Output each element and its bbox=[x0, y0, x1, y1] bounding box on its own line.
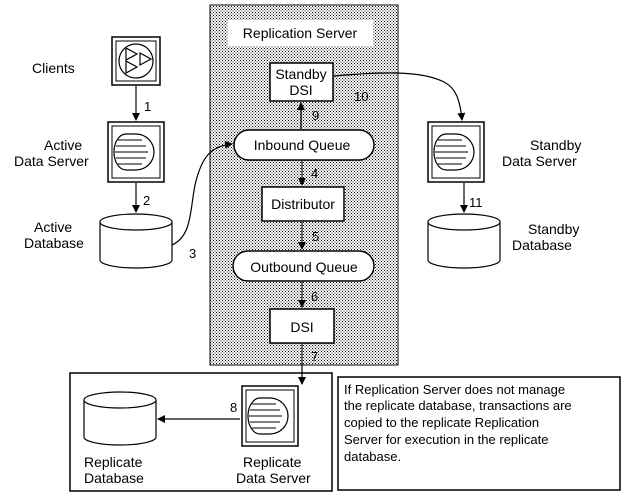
replicate-data-server-icon bbox=[241, 385, 299, 447]
dsi-box: DSI bbox=[269, 308, 335, 344]
replicate-db-label-2: Database bbox=[84, 470, 144, 486]
step-7: 7 bbox=[311, 349, 318, 364]
step-5: 5 bbox=[312, 229, 319, 244]
arrow-3 bbox=[171, 140, 233, 246]
clients-icon bbox=[111, 36, 161, 86]
step-2: 2 bbox=[143, 193, 150, 208]
step-3: 3 bbox=[189, 246, 196, 261]
replicate-db-label-1: Replicate bbox=[84, 454, 143, 470]
step-11: 11 bbox=[469, 195, 483, 210]
active-db-label-2: Database bbox=[24, 235, 84, 251]
standby-server-label-1: Standby bbox=[530, 137, 581, 153]
standby-dsi-box: Standby DSI bbox=[269, 62, 334, 102]
replication-server-title: Replication Server bbox=[243, 25, 358, 41]
inbound-queue-label: Inbound Queue bbox=[254, 137, 351, 153]
step-6: 6 bbox=[311, 289, 318, 304]
inbound-queue: Inbound Queue bbox=[233, 129, 375, 161]
distributor-box: Distributor bbox=[261, 186, 345, 222]
standby-dsi-label-1: Standby bbox=[275, 66, 326, 82]
flow-arrows bbox=[132, 72, 468, 423]
standby-database-icon bbox=[427, 213, 501, 269]
distributor-label: Distributor bbox=[271, 196, 335, 212]
step-1: 1 bbox=[144, 99, 151, 114]
replicate-server-label-1: Replicate bbox=[243, 454, 302, 470]
note-line-4: Server for execution in the replicate bbox=[344, 432, 549, 447]
standby-data-server-icon bbox=[427, 121, 485, 183]
note-line-1: If Replication Server does not manage bbox=[344, 382, 565, 397]
step-10: 10 bbox=[354, 89, 368, 104]
replicate-database-icon bbox=[83, 391, 157, 446]
clients-label: Clients bbox=[32, 60, 75, 76]
active-data-server-icon bbox=[107, 121, 165, 183]
arrow-10 bbox=[333, 72, 466, 121]
active-server-label-2: Data Server bbox=[14, 153, 89, 169]
active-db-label-1: Active bbox=[34, 219, 72, 235]
dsi-label: DSI bbox=[290, 319, 313, 335]
note-line-2: the replicate database, transactions are bbox=[344, 398, 572, 413]
step-4: 4 bbox=[311, 166, 318, 181]
step-numbers: 1 2 3 4 5 6 7 8 9 10 11 bbox=[143, 89, 483, 415]
standby-dsi-label-2: DSI bbox=[289, 82, 312, 98]
note-box: If Replication Server does not manage th… bbox=[337, 376, 621, 491]
standby-db-label-2: Database bbox=[512, 237, 572, 253]
step-9: 9 bbox=[312, 108, 319, 123]
step-8: 8 bbox=[230, 400, 237, 415]
replicate-server-label-2: Data Server bbox=[236, 470, 311, 486]
active-server-label-1: Active bbox=[44, 137, 82, 153]
active-database-icon bbox=[99, 213, 173, 269]
standby-server-label-2: Data Server bbox=[502, 153, 577, 169]
note-line-5: database. bbox=[344, 449, 401, 464]
outbound-queue-label: Outbound Queue bbox=[250, 259, 358, 275]
note-line-3: copied to the replicate Replication bbox=[344, 415, 539, 430]
standby-db-label-1: Standby bbox=[528, 221, 579, 237]
outbound-queue: Outbound Queue bbox=[232, 250, 375, 282]
